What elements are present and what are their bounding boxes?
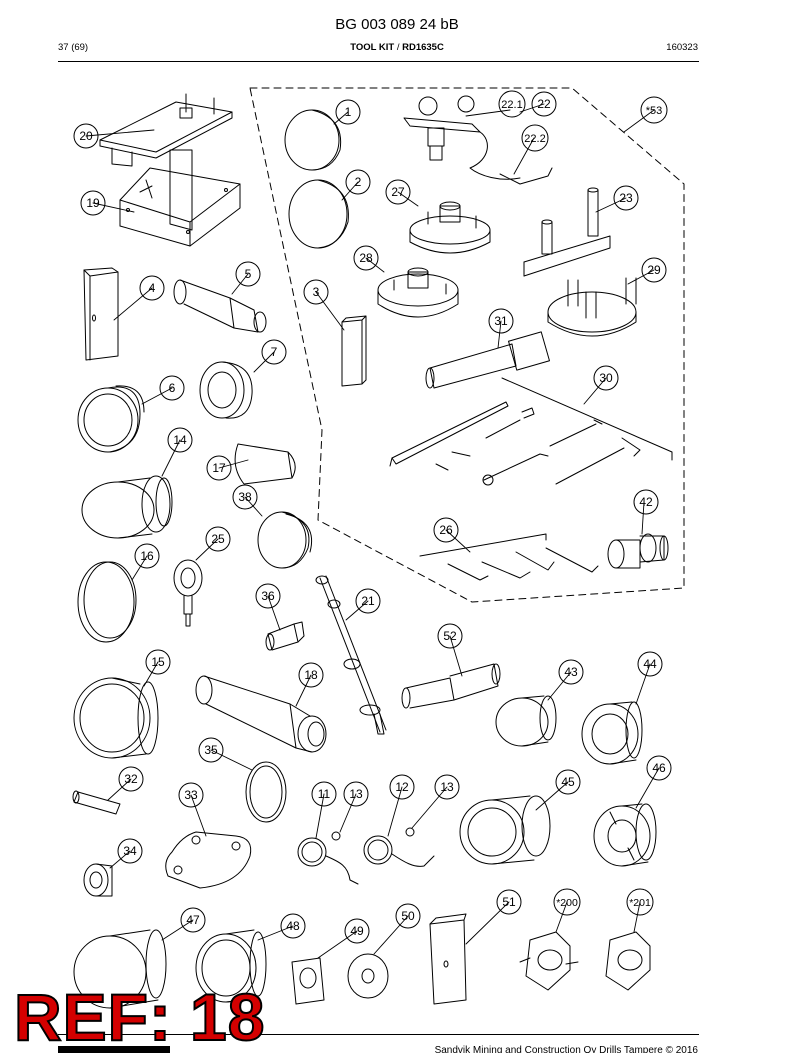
gauge-assembly-drawing [403,95,553,185]
ref-prefix: REF: [13,980,172,1053]
stepped-bushing-drawing [607,533,669,569]
washer-drawings [291,953,389,1005]
dome-cap-drawings [257,109,349,569]
callout-48: 48 [286,919,300,933]
callout-50: 50 [401,909,415,923]
eye-bolt-drawing [173,559,203,627]
pressure-gauge-drawings [297,827,435,885]
callout-circles [73,90,672,944]
callout-26: 26 [439,523,453,537]
callout-44: 44 [643,657,657,671]
long-sleeve-drawing [195,675,327,753]
sandvik-logo [58,1046,170,1053]
footer-rule [58,1034,699,1035]
extractor-rod-drawing [315,575,387,735]
callout-34: 34 [123,844,137,858]
callout-3: 3 [313,285,320,299]
callout-33: 33 [184,788,198,802]
wrench-set-drawing [389,377,673,486]
callout-51: 51 [502,895,516,909]
callout-1: 1 [345,105,352,119]
kit-title: TOOL KIT / RD1635C [0,42,794,53]
date-code: 160323 [666,42,698,53]
pick-set-drawing [419,533,599,581]
large-sleeve-drawings [459,795,657,867]
plate-drawing [341,315,367,387]
lifting-eye-drawings [519,931,651,991]
callout-27: 27 [391,185,405,199]
callout-45: 45 [561,775,575,789]
disc-drawings [77,561,287,823]
callout-12: 12 [395,780,409,794]
callout-22-2: 22.2 [524,133,545,145]
stepped-shaft-52-drawing [401,663,501,709]
callout-2: 2 [355,175,362,189]
callout-29: 29 [647,263,661,277]
callout-5: 5 [245,267,252,281]
callout-22: 22 [537,97,551,111]
callout-14: 14 [173,433,187,447]
callout-13-b: 13 [440,780,454,794]
block-drawings [83,267,467,1005]
callout-201: *201 [629,897,651,909]
callout-28: 28 [359,251,373,265]
callout-15: 15 [151,655,165,669]
callout-32: 32 [124,772,138,786]
kit-boundary-dashed [249,87,685,603]
document-title: BG 003 089 24 bB [335,16,459,33]
callout-49: 49 [350,924,364,938]
kit-separator: / [396,42,400,53]
small-hardware-drawings [72,790,121,897]
callout-53: *53 [646,105,663,117]
callout-22-1: 22.1 [501,99,522,111]
callout-42: 42 [639,495,653,509]
stand-drawing [99,93,241,247]
header-rule [58,61,699,62]
footer-copyright: Sandvik Mining and Construction Oy Drill… [434,1045,698,1053]
pulley-plate-drawings [377,201,491,318]
ref-number: 18 [189,980,266,1053]
pin-fixture-drawings [523,187,637,337]
callout-200: *200 [556,897,578,909]
callout-6: 6 [169,381,176,395]
cylinder-drawing [425,331,550,389]
callout-7: 7 [271,345,278,359]
callout-25: 25 [211,532,225,546]
callout-35: 35 [204,743,218,757]
leader-lines [85,103,660,959]
callout-47: 47 [186,913,200,927]
flange-plate-drawing [165,831,252,889]
callout-17: 17 [212,461,226,475]
callout-38: 38 [238,490,252,504]
kit-name: TOOL KIT [350,42,395,53]
callout-23: 23 [619,191,633,205]
bearing-ring-drawings [199,361,643,765]
stepped-shaft-drawing [173,279,267,333]
kit-code: RD1635C [402,42,444,53]
callout-13-a: 13 [349,787,363,801]
callout-19: 19 [86,196,100,210]
page-number: 37 (69) [58,42,89,53]
callout-31: 31 [494,314,508,328]
callout-16: 16 [140,549,154,563]
sleeve-drawings [73,385,557,1009]
callout-4: 4 [149,281,156,295]
callout-20: 20 [79,129,93,143]
callout-43: 43 [564,665,578,679]
callout-30: 30 [599,371,613,385]
callout-18: 18 [304,668,318,682]
ref-stamp: REF:18 [13,983,265,1051]
callout-11: 11 [318,787,331,801]
callout-52: 52 [443,629,457,643]
callout-21: 21 [361,594,375,608]
taper-plug-drawing [234,443,296,485]
callout-46: 46 [652,761,666,775]
callout-36: 36 [261,589,275,603]
set-screw-drawing [265,621,305,651]
